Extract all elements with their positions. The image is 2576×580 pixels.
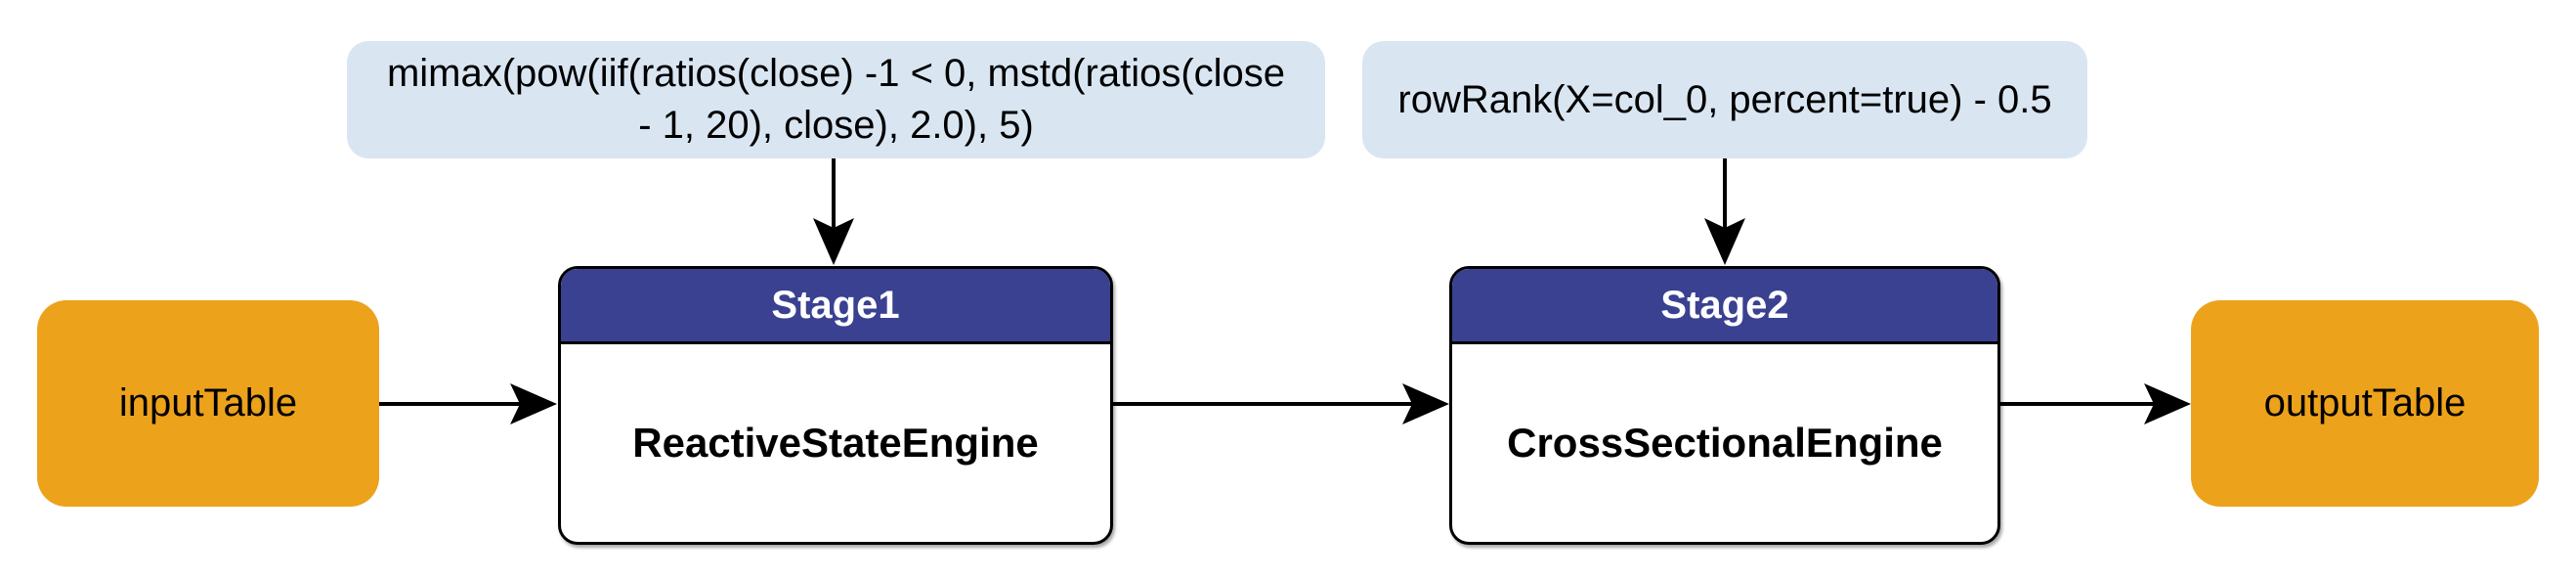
stage1-header: Stage1	[561, 269, 1110, 344]
node-stage1: Stage1 ReactiveStateEngine	[558, 266, 1113, 545]
stage1-engine-label: ReactiveStateEngine	[632, 420, 1039, 466]
stage2-header: Stage2	[1452, 269, 1997, 344]
input-table-label: inputTable	[118, 381, 298, 424]
annotation-stage2-formula: rowRank(X=col_0, percent=true) - 0.5	[1362, 41, 2087, 158]
node-output-table: outputTable	[2191, 300, 2539, 507]
annotation-stage1-formula: mimax(pow(iif(ratios(close) -1 < 0, mstd…	[347, 41, 1325, 158]
arrowhead-icon	[510, 383, 557, 424]
node-stage2: Stage2 CrossSectionalEngine	[1449, 266, 2000, 545]
edge-stage2-to-output	[2000, 383, 2191, 424]
edge-input-to-stage1	[379, 383, 557, 424]
arrowhead-icon	[813, 218, 854, 265]
formula-line: - 1, 20), close), 2.0), 5)	[638, 104, 1034, 147]
formula-line: rowRank(X=col_0, percent=true) - 0.5	[1397, 77, 2052, 121]
formula-line: mimax(pow(iif(ratios(close) -1 < 0, mstd…	[386, 52, 1286, 95]
arrowhead-icon	[2144, 383, 2191, 424]
node-input-table: inputTable	[37, 300, 379, 507]
stage2-engine-label: CrossSectionalEngine	[1507, 420, 1943, 466]
output-table-label: outputTable	[2263, 381, 2467, 424]
edge-formula1-to-stage1	[813, 158, 854, 265]
arrowhead-icon	[1402, 383, 1449, 424]
arrowhead-icon	[1704, 218, 1745, 265]
edge-formula2-to-stage2	[1704, 158, 1745, 265]
edge-stage1-to-stage2	[1113, 383, 1449, 424]
